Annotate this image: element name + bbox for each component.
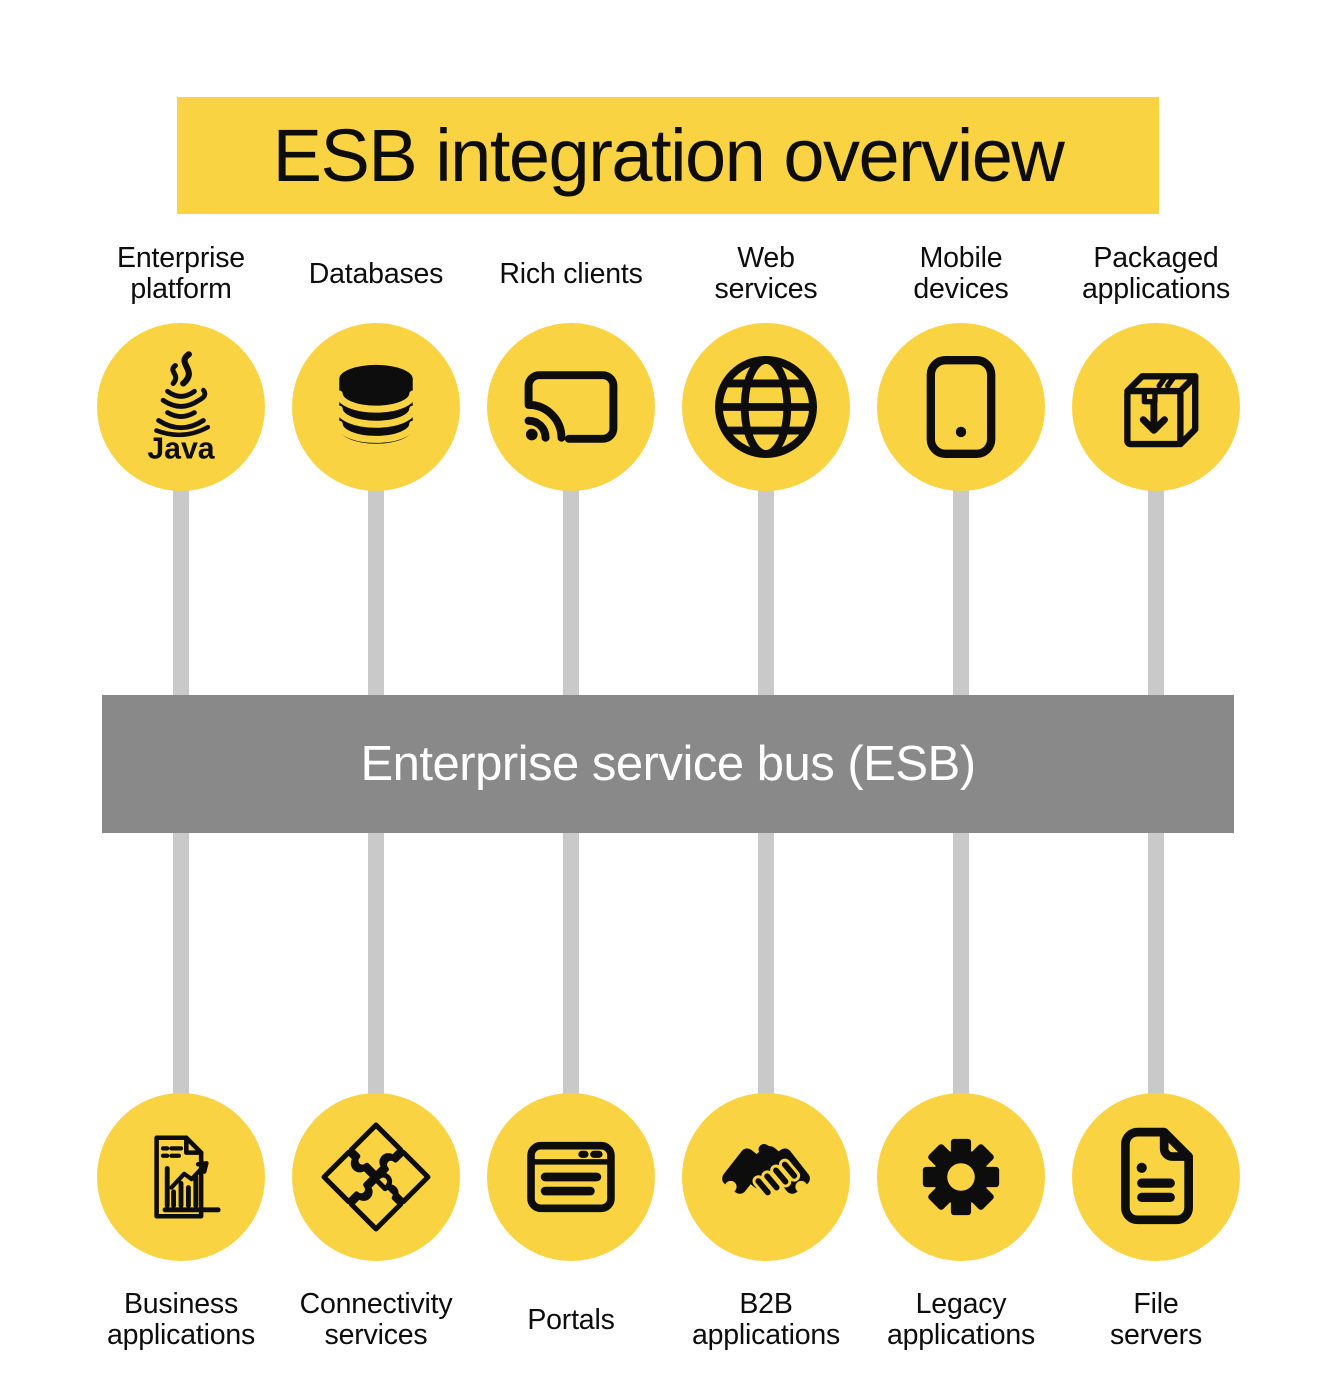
node-label-enterprise-platform: Enterprise platform <box>117 242 245 305</box>
page-title: ESB integration overview <box>272 114 1065 197</box>
node-packaged-applications <box>1072 323 1240 491</box>
mobile-phone-icon <box>926 356 996 458</box>
java-icon: Java <box>147 351 215 463</box>
node-label-packaged-applications: Packaged applications <box>1081 242 1231 305</box>
cast-screen-icon <box>524 371 618 443</box>
node-legacy-applications <box>877 1093 1045 1261</box>
puzzle-pieces-icon <box>321 1122 431 1232</box>
node-file-servers <box>1072 1093 1240 1261</box>
node-connectivity-services <box>292 1093 460 1261</box>
node-label-b2b-applications: B2B applications <box>691 1288 841 1351</box>
node-label-mobile-devices: Mobile devices <box>913 242 1009 305</box>
node-label-databases: Databases <box>308 257 444 290</box>
file-document-icon <box>1121 1127 1193 1225</box>
node-label-rich-clients: Rich clients <box>499 257 643 290</box>
node-label-web-services: Web services <box>714 242 818 305</box>
node-web-services <box>682 323 850 491</box>
node-label-business-applications: Business applications <box>106 1288 256 1351</box>
handshake-icon <box>722 1144 810 1199</box>
globe-icon <box>715 356 817 458</box>
node-enterprise-platform: Java <box>97 323 265 491</box>
package-box-download-icon <box>1124 373 1199 448</box>
java-wordmark: Java <box>147 433 214 463</box>
browser-window-icon <box>527 1141 615 1213</box>
node-label-connectivity-services: Connectivity services <box>299 1288 453 1351</box>
node-label-portals: Portals <box>527 1303 615 1336</box>
esb-bus-label: Enterprise service bus (ESB) <box>360 737 976 791</box>
node-label-file-servers: File servers <box>1109 1288 1203 1351</box>
database-icon <box>335 364 417 444</box>
title-banner: ESB integration overview <box>177 97 1159 214</box>
gear-icon <box>922 1138 1000 1216</box>
node-rich-clients <box>487 323 655 491</box>
document-chart-icon <box>154 1135 221 1219</box>
node-label-legacy-applications: Legacy applications <box>886 1288 1036 1351</box>
node-business-applications <box>97 1093 265 1261</box>
node-portals <box>487 1093 655 1261</box>
node-mobile-devices <box>877 323 1045 491</box>
node-b2b-applications <box>682 1093 850 1261</box>
esb-bus-bar: Enterprise service bus (ESB) <box>102 695 1234 833</box>
node-databases <box>292 323 460 491</box>
